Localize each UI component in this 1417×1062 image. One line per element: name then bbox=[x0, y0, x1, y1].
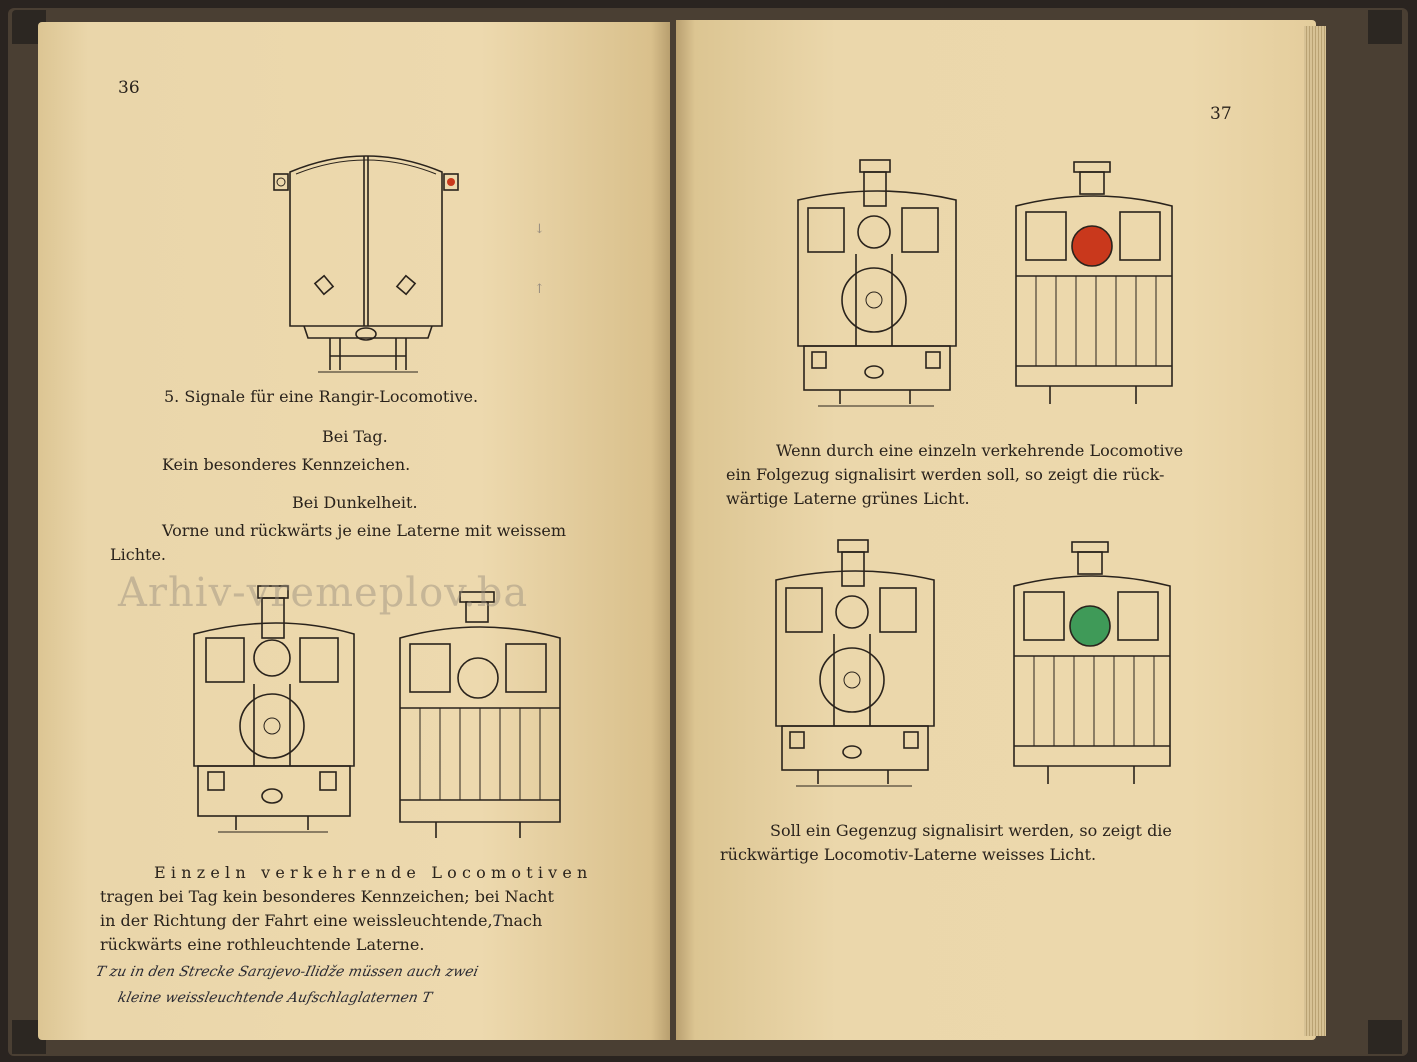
corner-protector bbox=[1368, 10, 1402, 44]
figure-locomotive-rear bbox=[399, 591, 561, 838]
figure-locomotive-rear-green-lamp bbox=[1013, 541, 1171, 784]
page-edges bbox=[1304, 26, 1326, 1036]
body-text-line: rückwärts eine rothleuchtende Laterne. bbox=[100, 935, 425, 954]
paragraph-line: rückwärtige Locomotiv-Laterne weisses Li… bbox=[720, 845, 1097, 864]
corner-protector bbox=[1368, 1020, 1402, 1054]
figure-rangir-locomotive bbox=[273, 155, 459, 373]
red-lamp-icon bbox=[447, 178, 455, 186]
watermark: Arhiv-vremeplov.ba bbox=[118, 570, 529, 616]
handwritten-mark: T bbox=[492, 911, 504, 930]
body-text-fragment: nach bbox=[503, 911, 543, 930]
by-dark-heading: Bei Dunkelheit. bbox=[292, 493, 418, 512]
paragraph-line: Wenn durch eine einzeln verkehrende Loco… bbox=[776, 441, 1184, 460]
by-day-heading: Bei Tag. bbox=[322, 427, 388, 446]
figure-locomotive-front bbox=[775, 539, 935, 787]
by-dark-text: Vorne und rückwärts je eine Laterne mit … bbox=[162, 521, 567, 540]
pencil-mark: ↑ bbox=[534, 282, 545, 297]
page-number-left: 36 bbox=[118, 78, 140, 98]
figure-locomotive-front bbox=[193, 585, 355, 833]
pencil-mark: ↓ bbox=[534, 222, 545, 237]
left-page: 36 ↓ ↑ 5. Signale für eine Rangir-Locomo… bbox=[38, 22, 670, 1040]
green-lamp-icon bbox=[1069, 605, 1111, 647]
figure-caption: 5. Signale für eine Rangir-Locomotive. bbox=[164, 387, 479, 406]
paragraph-line: wärtige Laterne grünes Licht. bbox=[726, 489, 970, 508]
body-text-line: in der Richtung der Fahrt eine weissleuc… bbox=[100, 908, 542, 934]
right-page: 37 bbox=[676, 20, 1316, 1040]
body-text-line: Einzeln verkehrende Locomotiven bbox=[154, 863, 593, 882]
page-number-right: 37 bbox=[1210, 104, 1232, 124]
body-text-line: tragen bei Tag kein besonderes Kennzeich… bbox=[100, 887, 554, 906]
paragraph-line: ein Folgezug signalisirt werden soll, so… bbox=[726, 465, 1165, 484]
by-dark-text-continued: Lichte. bbox=[110, 545, 166, 564]
figure-locomotive-front bbox=[797, 159, 957, 407]
body-text-fragment: in der Richtung der Fahrt eine weissleuc… bbox=[100, 911, 493, 930]
handwritten-note: T zu in den Strecke Sarajevo-Ilidže müss… bbox=[94, 964, 480, 980]
by-day-text: Kein besonderes Kennzeichen. bbox=[162, 455, 411, 474]
handwritten-note: kleine weissleuchtende Aufschlaglaternen… bbox=[116, 990, 434, 1006]
figure-locomotive-rear-red-lamp bbox=[1015, 161, 1173, 404]
paragraph-line: Soll ein Gegenzug signalisirt werden, so… bbox=[770, 821, 1172, 840]
red-lamp-icon bbox=[1071, 225, 1113, 267]
